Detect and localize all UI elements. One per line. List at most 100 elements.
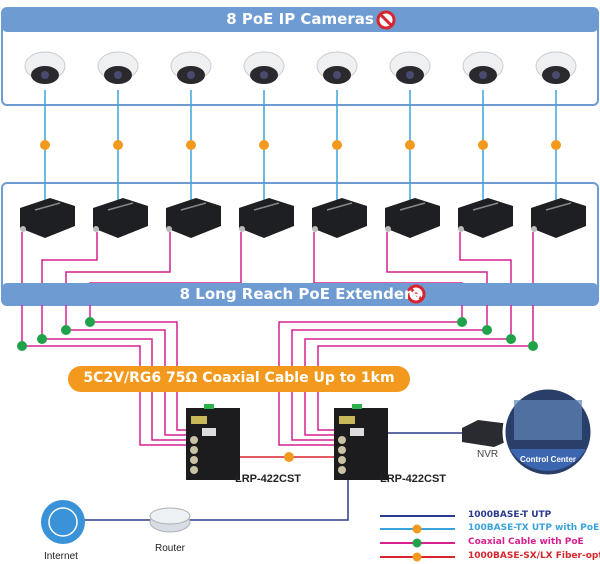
poe-extender-icon xyxy=(531,198,586,238)
bnc-port xyxy=(93,226,99,232)
nvr-label: NVR xyxy=(477,449,499,460)
camera-lens xyxy=(333,71,341,79)
no-power-icon xyxy=(406,284,426,304)
extender-body xyxy=(93,198,148,238)
bnc-port xyxy=(458,226,464,232)
internet-label: Internet xyxy=(44,551,78,562)
bnc-port xyxy=(385,226,391,232)
coax-banner-text: 5C2V/RG6 75Ω Coaxial Cable Up to 1km xyxy=(83,370,395,386)
camera-lens xyxy=(552,71,560,79)
poe-badge xyxy=(405,140,415,150)
camera-lens xyxy=(114,71,122,79)
coax-link xyxy=(304,232,512,436)
bnc-port xyxy=(338,466,346,474)
poe-extender-icon xyxy=(93,198,148,238)
globe-ring xyxy=(48,507,78,537)
poe-badge xyxy=(332,140,342,150)
control-center-label: Control Center xyxy=(520,455,576,464)
poe-extender-icon xyxy=(385,198,440,238)
coax-link xyxy=(65,232,190,436)
sfp-ports xyxy=(191,416,207,424)
bnc-port xyxy=(190,466,198,474)
dome-camera-icon xyxy=(535,51,577,84)
bnc-port xyxy=(312,226,318,232)
coax-poe-badge xyxy=(37,334,47,344)
bnc-port xyxy=(531,226,537,232)
bnc-port xyxy=(338,436,346,444)
sfp-ports xyxy=(339,416,355,424)
camera-lens xyxy=(41,71,49,79)
camera-lens xyxy=(187,71,195,79)
extender-label-strip xyxy=(326,202,353,211)
legend-badge xyxy=(412,538,422,548)
bnc-port xyxy=(338,446,346,454)
coax-banner xyxy=(68,366,410,392)
bnc-port xyxy=(190,446,198,454)
industrial-switch-icon xyxy=(186,404,240,480)
dome-camera-icon xyxy=(462,51,504,84)
internet-globe-icon xyxy=(41,500,85,544)
poe-extender-icon xyxy=(239,198,294,238)
poe-badge xyxy=(40,140,50,150)
poe-badge xyxy=(113,140,123,150)
legend-label-coax: Coaxial Cable with PoE xyxy=(468,537,584,547)
extender-body xyxy=(20,198,75,238)
extender-body xyxy=(239,198,294,238)
extender-label-strip xyxy=(180,202,207,211)
dome-camera-icon xyxy=(389,51,431,84)
camera-lens xyxy=(479,71,487,79)
extenders-panel-title: 8 Long Reach PoE Extenders xyxy=(179,285,421,303)
legend-badge xyxy=(412,524,422,534)
coax-poe-badge xyxy=(17,341,27,351)
no-power-icon xyxy=(376,10,396,30)
poe-extender-icon xyxy=(458,198,513,238)
legend-label-poe: 100BASE-TX UTP with PoE xyxy=(468,523,600,533)
extender-label-strip xyxy=(545,202,572,211)
extenders-panel-footer xyxy=(2,283,598,305)
cameras-panel-title: 8 PoE IP Cameras xyxy=(226,10,374,28)
dome-camera-icon xyxy=(243,51,285,84)
camera-lens xyxy=(406,71,414,79)
poe-badge xyxy=(186,140,196,150)
switch-2-label: LRP-422CST xyxy=(380,473,447,485)
extender-body xyxy=(531,198,586,238)
legend-badge xyxy=(412,552,422,562)
extender-body xyxy=(458,198,513,238)
bnc-port xyxy=(166,226,172,232)
extender-body xyxy=(166,198,221,238)
poe-extender-icon xyxy=(20,198,75,238)
coax-poe-badge xyxy=(85,317,95,327)
control-center-banner xyxy=(510,449,586,471)
cameras-panel-header xyxy=(2,8,598,32)
poe-extender-icon xyxy=(166,198,221,238)
extender-label-strip xyxy=(399,202,426,211)
switch-1-label: LRP-422CST xyxy=(235,473,302,485)
router-top xyxy=(149,507,191,525)
bnc-port xyxy=(20,226,26,232)
poe-badge xyxy=(551,140,561,150)
poe-badge xyxy=(478,140,488,150)
bnc-port xyxy=(190,436,198,444)
poe-badge xyxy=(259,140,269,150)
dome-camera-icon xyxy=(170,51,212,84)
nvr-icon xyxy=(462,420,510,447)
coax-poe-badge xyxy=(482,325,492,335)
switch-terminal xyxy=(204,404,214,409)
industrial-switch-icon xyxy=(334,404,388,480)
extender-body xyxy=(385,198,440,238)
camera-lens xyxy=(260,71,268,79)
extender-label-strip xyxy=(472,202,499,211)
router-label: Router xyxy=(155,543,186,554)
coax-poe-badge xyxy=(528,341,538,351)
coax-link xyxy=(291,232,488,441)
coax-poe-badge xyxy=(61,325,71,335)
fiber-badge xyxy=(284,452,294,462)
poe-extender-icon xyxy=(312,198,367,238)
bnc-port xyxy=(190,456,198,464)
coax-link xyxy=(317,232,534,431)
bnc-port xyxy=(338,456,346,464)
extender-label-strip xyxy=(253,202,280,211)
coax-poe-badge xyxy=(457,317,467,327)
dome-camera-icon xyxy=(24,51,66,84)
